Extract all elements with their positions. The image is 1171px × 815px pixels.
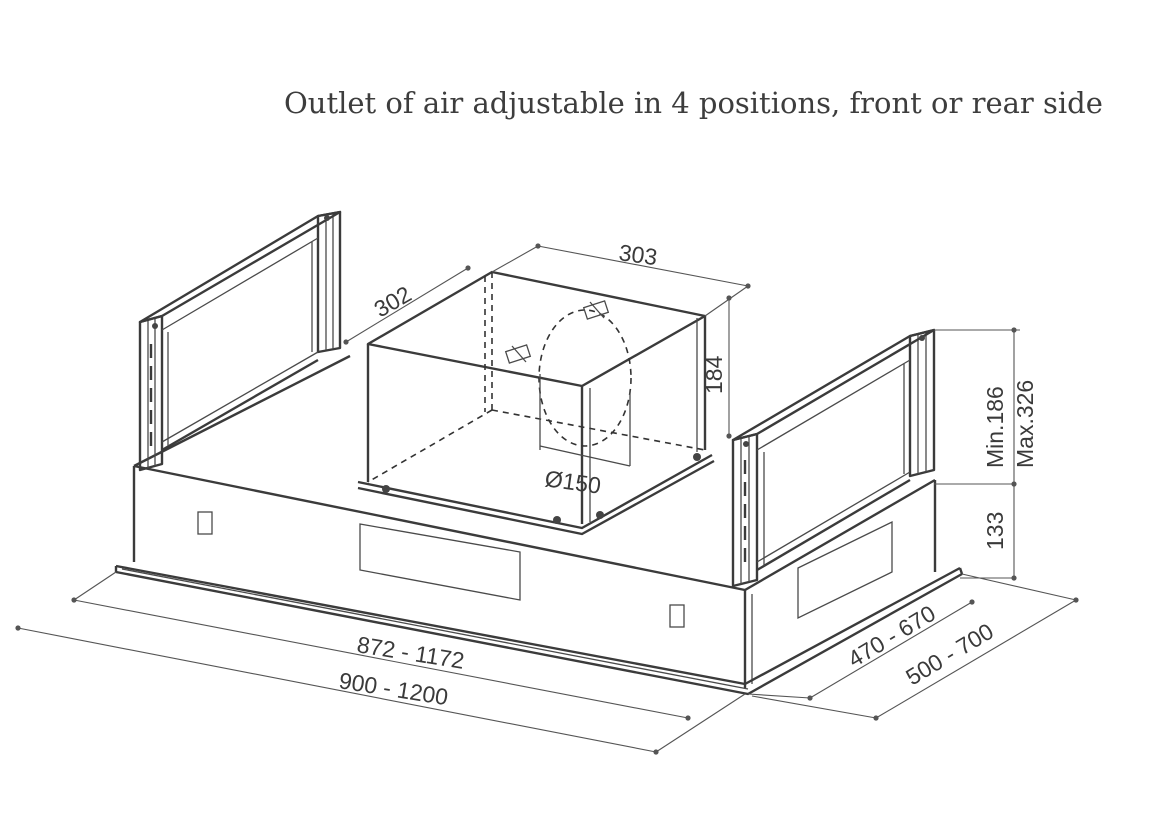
box-height-label: 184: [701, 355, 727, 394]
outer-width-label: 900 - 1200: [337, 667, 450, 710]
frame-min-label: Min.186: [982, 386, 1008, 468]
hood-body: [114, 354, 964, 696]
diagram-title: Outlet of air adjustable in 4 positions,…: [284, 86, 1103, 120]
right-mounting-frame: [731, 328, 936, 588]
body-height-label: 133: [982, 512, 1008, 550]
side-vent-slot: [797, 520, 893, 620]
outlet-circle: [538, 309, 632, 447]
light-left: [197, 511, 213, 535]
control-panel-slot: [359, 523, 521, 601]
dimension-lines: [15, 243, 1079, 755]
left-mounting-frame: [138, 210, 342, 472]
motor-box: [357, 270, 715, 536]
inner-width-label: 872 - 1172: [355, 631, 466, 674]
outlet-diameter-label: Ø150: [543, 465, 602, 499]
box-width-label: 303: [617, 239, 659, 270]
light-right: [669, 604, 685, 628]
air-outlet-icon: [504, 300, 610, 364]
box-depth-label: 302: [370, 281, 416, 323]
frame-max-label: Max.326: [1012, 380, 1038, 468]
